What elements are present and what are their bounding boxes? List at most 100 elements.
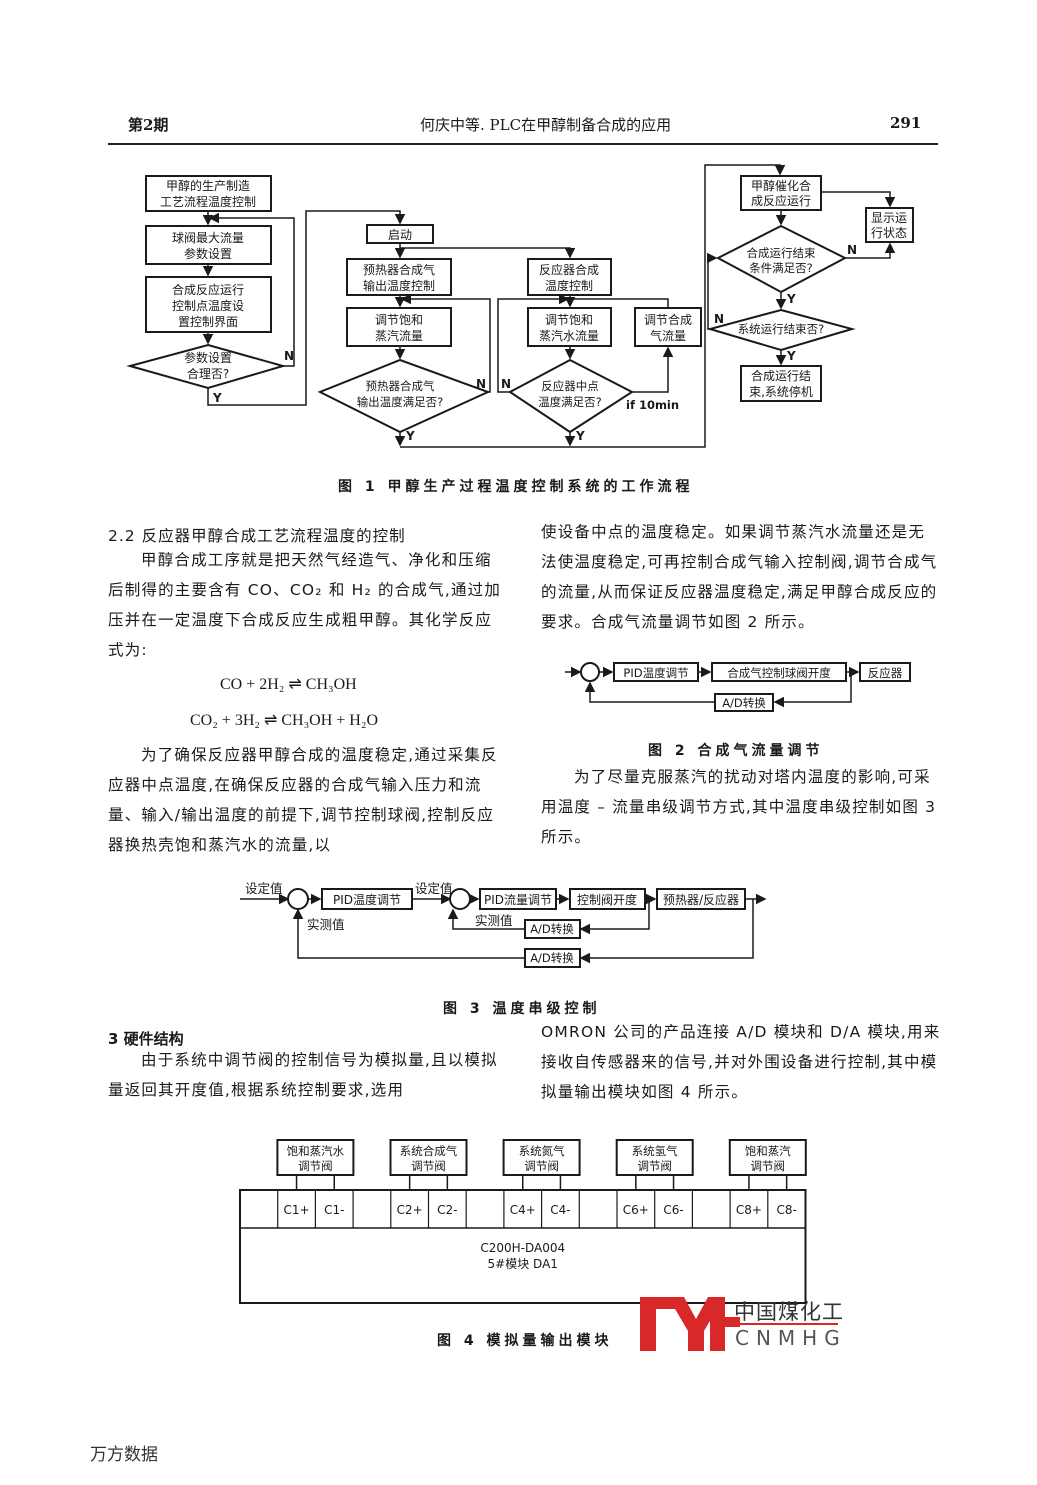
logo-divider — [734, 1323, 838, 1325]
fig1-param-line1: 球阀最大流量 — [172, 231, 244, 245]
fig3-setpoint1: 设定值 — [245, 881, 283, 896]
fig1-mid-no-1: N — [476, 377, 486, 391]
fig3-outer-junction — [287, 888, 309, 910]
fig2-ad-label: A/D转换 — [722, 696, 766, 710]
fig4-module-name: 5#模块 DA1 — [488, 1257, 558, 1271]
fig4-terminal-C4plus: C4+ — [510, 1203, 536, 1217]
fig1-preheater-decision-line1: 预热器合成气 — [366, 379, 435, 393]
fig4-valve-label-line2: 调节阀 — [298, 1159, 333, 1173]
section-2-2-title: 2.2 反应器甲醇合成工艺流程温度的控制 — [108, 527, 406, 545]
fig1-right-no-1: N — [847, 243, 857, 257]
fig1-mid-yes-2: Y — [575, 429, 585, 443]
fig4-terminal-C6minus: C6- — [663, 1203, 683, 1217]
fig4-valve-label-line2: 调节阀 — [411, 1159, 446, 1173]
fig1-status-line1: 显示运 — [871, 211, 907, 225]
fig1-gas-line2: 气流量 — [650, 328, 686, 343]
figure4-module-diagram: C1+C1-C2+C2-C4+C4-C6+C6-C8+C8-C200H-DA00… — [239, 1139, 807, 1304]
fig4-valve-label-line2: 调节阀 — [637, 1159, 672, 1173]
section-2-2-para1: 甲醇合成工序就是把天然气经造气、净化和压缩后制得的主要含有 CO、CO₂ 和 H… — [108, 551, 502, 659]
fig4-valve-box — [615, 1139, 694, 1176]
fig1-right-yes-2: Y — [786, 349, 796, 363]
fig4-terminal-C2plus: C2+ — [397, 1203, 423, 1217]
fig2-reactor-block — [859, 662, 911, 682]
cnmhg-logo-icon — [640, 1297, 740, 1351]
fig4-terminal-C1plus: C1+ — [284, 1203, 310, 1217]
fig1-timeout-label: if 10min — [626, 398, 679, 412]
fig1-reactor-line1: 反应器合成 — [539, 262, 599, 277]
fig4-terminal-C4minus: C4- — [550, 1203, 570, 1217]
footer-source: 万方数据 — [90, 1445, 158, 1465]
fig1-preheater-box — [346, 258, 452, 296]
fig1-start-label: 启动 — [388, 228, 412, 242]
fig3-inner-junction — [449, 888, 471, 910]
fig4-module-model: C200H-DA004 — [480, 1241, 565, 1255]
fig2-valve-label: 合成气控制球阀开度 — [727, 666, 831, 680]
page-number: 291 — [890, 114, 922, 132]
fig1-status-line2: 行状态 — [871, 226, 907, 240]
fig4-valve-box — [276, 1139, 355, 1176]
fig4-valve-label-line1: 饱和蒸汽水 — [287, 1144, 345, 1158]
fig4-valve-label-line1: 饱和蒸汽 — [745, 1144, 791, 1158]
fig4-terminal-C2minus: C2- — [437, 1203, 457, 1217]
fig1-preheater-decision-line2: 输出温度满足否? — [357, 395, 444, 409]
section-3-title: 3 硬件结构 — [108, 1030, 184, 1048]
fig1-gas-box — [634, 307, 702, 347]
fig3-inner-ad-label: A/D转换 — [530, 922, 574, 936]
section-2-2-para4: 为了尽量克服蒸汽的扰动对塔内温度的影响,可采用温度 – 流量串级调节方式,其中温… — [541, 768, 937, 846]
fig4-terminal-C6plus: C6+ — [623, 1203, 649, 1217]
figure1-flowchart: 甲醇的生产制造 工艺流程温度控制 球阀最大流量 参数设置 合成反应运行 控制点温… — [126, 164, 914, 448]
fig4-valve-box — [728, 1139, 807, 1176]
section-3-para2: OMRON 公司的产品连接 A/D 模块和 D/A 模块,用来接收自传感器来的信… — [541, 1023, 941, 1101]
fig4-valve-label-line2: 调节阀 — [751, 1159, 786, 1173]
fig1-steam-line2: 蒸汽流量 — [375, 328, 423, 343]
fig1-stop-box — [740, 365, 822, 402]
fig3-setpoint2: 设定值 — [415, 881, 453, 896]
fig1-start-line2: 工艺流程温度控制 — [160, 194, 256, 209]
fig1-ui-line2: 控制点温度设 — [172, 298, 244, 313]
fig1-run-line2: 成反应运行 — [751, 193, 811, 208]
fig1-sys-end-label: 系统运行结束否? — [738, 322, 825, 336]
fig1-water-line1: 调节饱和 — [545, 312, 593, 327]
fig1-water-line2: 蒸汽水流量 — [539, 328, 599, 343]
cnmhg-logo — [640, 1293, 840, 1357]
fig1-mid-yes-1: Y — [405, 429, 415, 443]
fig1-left-no: N — [284, 349, 294, 363]
fig1-reactor-decision-line1: 反应器中点 — [541, 379, 599, 393]
section-2-2-para2: 为了确保反应器甲醇合成的温度稳定,通过采集反应器中点温度,在确保反应器的合成气输… — [108, 746, 498, 854]
figure4-caption: 图 4 模拟量输出模块 — [437, 1333, 613, 1349]
fig3-pid-flow-label: PID流量调节 — [484, 893, 552, 907]
fig1-gas-line1: 调节合成 — [644, 312, 692, 327]
fig3-valve-label: 控制阀开度 — [577, 892, 637, 907]
fig1-mid-no-2: N — [501, 377, 511, 391]
logo-cn-text: 中国煤化工 — [734, 1300, 844, 1324]
fig3-pid-temp-label: PID温度调节 — [333, 892, 401, 907]
fig1-stop-line1: 合成运行结 — [751, 368, 811, 383]
section-2-2-para3: 使设备中点的温度稳定。如果调节蒸汽水流量还是无法使温度稳定,可再控制合成气输入控… — [541, 523, 938, 631]
fig3-outer-ad-label: A/D转换 — [530, 951, 574, 965]
fig2-pid-label: PID温度调节 — [623, 666, 688, 680]
fig2-reactor-label: 反应器 — [868, 666, 903, 680]
issue-number: 第2期 — [128, 116, 169, 134]
fig4-valve-label-line2: 调节阀 — [524, 1159, 559, 1173]
fig1-right-yes-1: Y — [786, 292, 796, 306]
figure2-block-diagram: PID温度调节 合成气控制球阀开度 反应器 A/D转换 — [565, 662, 911, 712]
figure1-caption: 图 1 甲醇生产过程温度控制系统的工作流程 — [338, 479, 694, 495]
fig1-reactor-decision-line2: 温度满足否? — [538, 395, 602, 409]
header-rule — [108, 143, 938, 145]
section-3-para1: 由于系统中调节阀的控制信号为模拟量,且以模拟量返回其开度值,根据系统控制要求,选… — [108, 1051, 498, 1099]
fig4-terminal-C8minus: C8- — [776, 1203, 796, 1217]
fig1-stop-line2: 束,系统停机 — [749, 384, 813, 399]
fig1-right-no-2: N — [714, 312, 724, 326]
fig1-status-box — [865, 207, 914, 243]
fig4-valve-label-line1: 系统合成气 — [400, 1144, 458, 1158]
fig1-preheater-line2: 输出温度控制 — [363, 278, 435, 293]
fig4-valve-box — [502, 1139, 581, 1176]
fig4-valve-label-line1: 系统氮气 — [519, 1144, 565, 1158]
fig1-ui-line3: 置控制界面 — [178, 315, 238, 329]
equation-1: CO + 2H₂ ⇌ CH₃OH — [220, 676, 357, 693]
fig1-param-decision-line1: 参数设置 — [184, 350, 232, 365]
fig3-plant-label: 预热器/反应器 — [663, 892, 739, 907]
figure3-block-diagram: 设定值 PID温度调节 设定值 PID流量调节 控制阀开度 预热器/反应器 A/… — [240, 881, 767, 968]
fig3-measured1: 实测值 — [307, 917, 345, 932]
fig1-end-cond-line1: 合成运行结束 — [747, 246, 816, 260]
